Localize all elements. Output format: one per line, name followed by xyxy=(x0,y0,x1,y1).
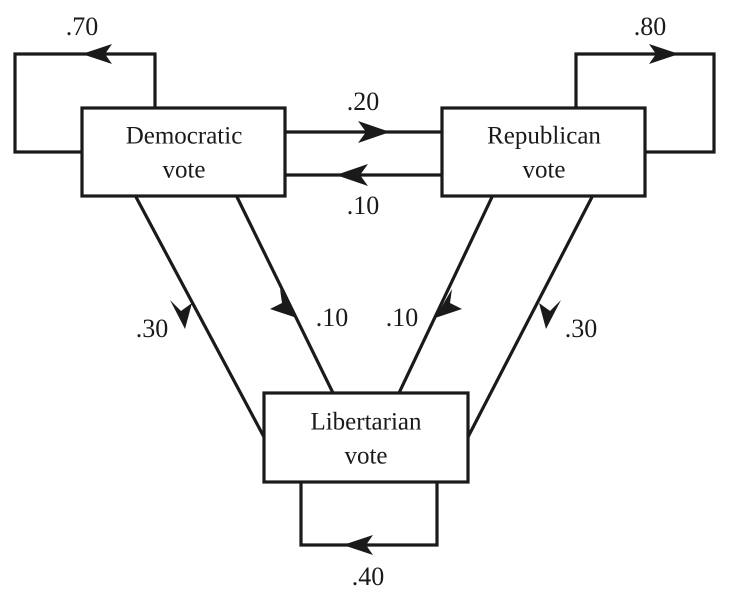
node-libertarian[interactable]: Libertarian vote xyxy=(262,391,470,484)
dem-to-rep-label: .20 xyxy=(347,87,380,116)
lib-self-label: .40 xyxy=(352,562,385,591)
dem-to-lib-label: .10 xyxy=(316,303,349,332)
rep-to-lib-line xyxy=(397,196,494,394)
edge-rep-to-lib: .10 xyxy=(386,196,494,394)
edge-rep-self: .80 xyxy=(574,12,716,154)
edge-dem-to-lib: .10 xyxy=(235,196,349,394)
node-republican[interactable]: Republican vote xyxy=(440,106,647,198)
dem-self-line xyxy=(13,52,157,154)
rep-to-lib-arrowhead xyxy=(435,289,462,318)
libertarian-label-line1: Libertarian xyxy=(310,409,422,436)
edge-dem-self: .70 xyxy=(13,12,157,154)
dem-self-label: .70 xyxy=(66,12,99,41)
edge-lib-self: .40 xyxy=(299,482,439,591)
lib-to-rep-line xyxy=(466,196,594,438)
lib-self-line xyxy=(299,482,439,547)
lib-to-rep-label: .30 xyxy=(565,314,598,343)
rep-self-arrowhead xyxy=(649,44,679,64)
lib-to-dem-line xyxy=(134,196,266,438)
republican-box xyxy=(440,106,647,198)
lib-to-rep-arrowhead xyxy=(539,300,561,329)
lib-to-dem-label: .30 xyxy=(136,314,169,343)
edge-lib-to-rep: .30 xyxy=(466,196,598,438)
rep-self-label: .80 xyxy=(634,12,667,41)
republican-label-line1: Republican xyxy=(487,123,601,150)
rep-self-line xyxy=(574,52,716,154)
libertarian-box xyxy=(262,391,470,484)
dem-to-lib-arrowhead xyxy=(270,289,297,318)
dem-to-lib-line xyxy=(235,196,335,394)
democratic-label-line1: Democratic xyxy=(126,123,243,150)
rep-to-dem-arrowhead xyxy=(336,164,368,186)
democratic-box xyxy=(80,106,287,198)
libertarian-label-line2: vote xyxy=(344,443,387,470)
rep-to-dem-label: .10 xyxy=(347,191,380,220)
republican-label-line2: vote xyxy=(522,157,565,184)
dem-to-rep-arrowhead xyxy=(358,121,390,143)
edge-rep-to-dem: .10 xyxy=(285,164,442,220)
edge-lib-to-dem: .30 xyxy=(134,196,266,438)
rep-to-lib-label: .10 xyxy=(386,303,419,332)
lib-to-dem-arrowhead xyxy=(170,300,192,329)
dem-self-arrowhead xyxy=(82,44,112,64)
node-democratic[interactable]: Democratic vote xyxy=(80,106,287,198)
lib-self-arrowhead xyxy=(343,535,373,555)
edge-dem-to-rep: .20 xyxy=(285,87,442,143)
democratic-label-line2: vote xyxy=(162,157,205,184)
